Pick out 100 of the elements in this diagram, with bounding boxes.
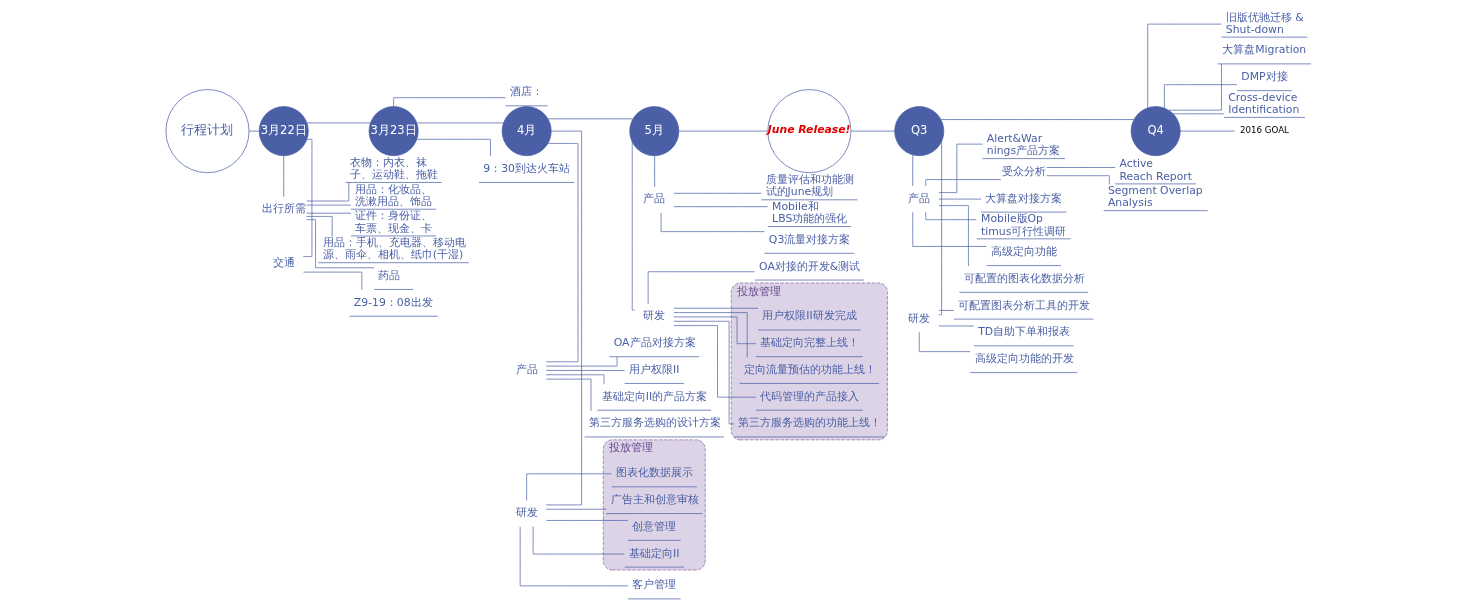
- node-text: 2016 GOAL: [1239, 125, 1289, 136]
- connector: [302, 271, 362, 291]
- node-text: 代码管理的产品接入: [759, 389, 859, 403]
- node-circle: Q3: [893, 106, 944, 157]
- node-text: 大算盘对接方案: [984, 191, 1062, 205]
- connector: [547, 118, 633, 120]
- node-text: 交通: [272, 255, 295, 269]
- node-text: 研发: [515, 506, 538, 520]
- node-text: Segment Overlap Analysis: [1107, 184, 1203, 210]
- connector: [673, 320, 734, 425]
- connector: [1167, 63, 1222, 111]
- connector: [415, 138, 491, 157]
- node-text: 高级定向功能的开发: [974, 352, 1074, 366]
- connector: [392, 97, 506, 107]
- node-text: 用品：化妆品、洗漱用品、饰品: [354, 182, 432, 208]
- connector: [545, 374, 604, 385]
- connector: [647, 271, 755, 305]
- connector: [911, 154, 913, 187]
- connector: [938, 205, 969, 267]
- node-text: 用户权限II研发完成: [761, 309, 857, 323]
- connector: [1045, 167, 1115, 168]
- connector: [1172, 113, 1224, 115]
- connector: [940, 119, 1134, 120]
- node-text: 质量评估和功能测试的June规划: [765, 173, 854, 199]
- node-circle: 5月: [628, 106, 679, 157]
- connector: [1045, 175, 1110, 185]
- node-text: 产品: [515, 362, 538, 376]
- connector: [1146, 23, 1222, 108]
- connector: [282, 155, 284, 198]
- node-text: 基础定向完整上线！: [759, 336, 859, 350]
- node-circle: 3月22日: [258, 106, 309, 157]
- node-text: 用户权限II: [628, 362, 679, 376]
- node-text: 大算盘Migration: [1221, 43, 1306, 57]
- node-text: Alert&Warnings产品方案: [986, 131, 1060, 158]
- connector: [673, 316, 756, 345]
- node-text: DMP对接: [1240, 70, 1288, 84]
- node-text: 酒店：: [509, 85, 543, 99]
- node-text: 用品：手机、充电器、移动电源、雨伞、相机、纸巾(干湿): [322, 236, 466, 262]
- connector: [938, 198, 981, 200]
- node-text: 第三方服务选购的功能上线！: [738, 416, 881, 430]
- connector: [525, 473, 612, 501]
- connector: [545, 520, 628, 521]
- connector: [305, 182, 349, 202]
- node-text: 图表化数据展示: [615, 466, 693, 480]
- node-text: TD自助下单和报表: [977, 325, 1070, 339]
- connector: [416, 122, 504, 124]
- connector: [918, 331, 970, 352]
- connector: [305, 219, 374, 269]
- node-text: 可配置的图表化数据分析: [963, 271, 1085, 285]
- node-circle: 3月23日: [368, 106, 419, 157]
- node-text: 定向流量预估的功能上线！: [743, 362, 876, 376]
- connector: [519, 526, 628, 587]
- connector: [545, 378, 591, 412]
- connector: [678, 130, 768, 132]
- node-text: Cross-device Identification: [1227, 90, 1299, 117]
- connector: [938, 310, 954, 311]
- node-text: 产品: [907, 191, 930, 205]
- node-text: 旧版优驰迁移 & Shut-down: [1225, 10, 1304, 36]
- connector: [306, 122, 371, 124]
- connector: [631, 141, 635, 311]
- node-text: Mobile和LBS功能的强化: [771, 199, 847, 226]
- connector: [545, 143, 578, 363]
- connector: [673, 312, 748, 358]
- connector: [911, 211, 987, 247]
- connector: [938, 143, 983, 193]
- connector: [673, 325, 756, 398]
- connector: [545, 370, 625, 371]
- node-text: 出行所需: [261, 202, 306, 216]
- node-text: 高级定向功能: [990, 245, 1057, 259]
- connector: [305, 212, 351, 214]
- connector: [545, 508, 607, 510]
- connector: [673, 192, 762, 194]
- node-circle: June Release!: [766, 89, 851, 174]
- node-text: 可配置图表分析工具的开发: [957, 298, 1090, 312]
- connector: [305, 204, 351, 206]
- connector: [1179, 130, 1235, 132]
- node-text: 药品: [377, 268, 400, 282]
- node-text: 9：30到达火车站: [482, 161, 570, 175]
- node-text: 第三方服务选购的设计方案: [588, 416, 721, 430]
- node-text: 受众分析: [1001, 164, 1046, 178]
- connector: [248, 130, 259, 132]
- node-text: OA对接的开发&测试: [758, 259, 860, 273]
- connector: [924, 211, 977, 221]
- connector: [653, 155, 655, 188]
- node-circle: Q4: [1130, 106, 1181, 157]
- node-circle: 行程计划: [165, 89, 249, 174]
- connector: [302, 138, 312, 257]
- node-text: Q3流量对接方案: [768, 232, 850, 246]
- node-text: 创意管理: [631, 519, 676, 533]
- node-text: 广告主和创意审核: [610, 493, 699, 507]
- node-text: Active Reach Report: [1119, 157, 1192, 183]
- node-text: 产品: [642, 192, 665, 206]
- node-text: 客户管理: [631, 578, 676, 592]
- connector: [305, 216, 333, 237]
- node-text: Z9-19：08出发: [353, 295, 433, 309]
- node-text: 基础定向II: [628, 546, 679, 560]
- node-text: 衣物：内衣、袜子、运动鞋、拖鞋: [349, 155, 438, 182]
- node-text: Mobile版Optimus可行性调研: [980, 212, 1066, 238]
- node-text: 研发: [642, 309, 665, 323]
- node-text: OA产品对接方案: [613, 336, 696, 350]
